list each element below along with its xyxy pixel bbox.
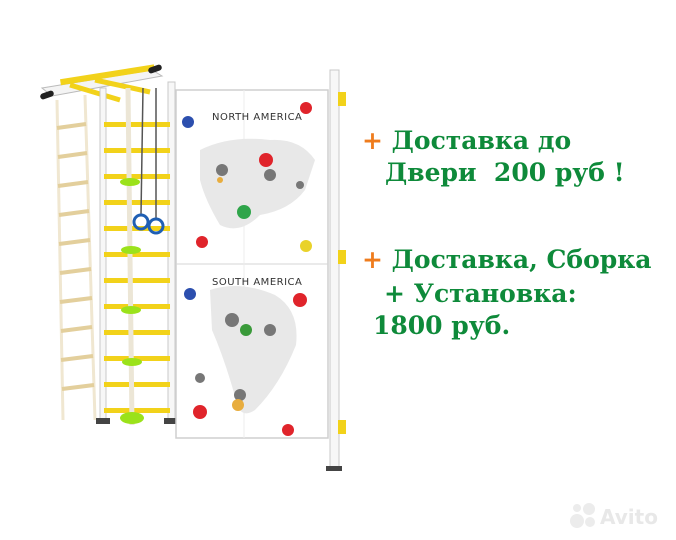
map-bottom-title: SOUTH AMERICA: [212, 277, 302, 288]
plus-sign: +: [362, 245, 383, 274]
promo-line-1: + Доставка до: [362, 126, 571, 156]
mounting-pole: [326, 69, 346, 471]
promo-line-4: + Установка:: [384, 279, 577, 309]
climbing-wall-panel: NORTH AMERICA SOUTH AMERICA: [175, 89, 329, 439]
avito-logo-icon: [570, 503, 595, 528]
gymnastic-rings: [132, 87, 165, 235]
map-top-title: NORTH AMERICA: [212, 112, 302, 123]
plus-sign: +: [362, 126, 383, 155]
promo-line-3: + Доставка, Сборка: [362, 245, 652, 275]
delivery-door-price: Двери 200 руб !: [385, 158, 625, 187]
pullup-bar: [40, 64, 164, 103]
climbing-rope: [120, 87, 144, 426]
delivery-assembly-text: Доставка, Сборка: [391, 245, 652, 274]
delivery-door-text: Доставка до: [391, 126, 572, 155]
promo-line-5: 1800 руб.: [373, 311, 510, 341]
promo-line-2: Двери 200 руб !: [385, 158, 625, 188]
installation-text: + Установка:: [384, 279, 577, 308]
wall-bars: [96, 81, 178, 424]
rope-ladder: [55, 94, 97, 421]
avito-watermark: Avito: [600, 505, 658, 529]
installation-price: 1800 руб.: [373, 311, 511, 340]
